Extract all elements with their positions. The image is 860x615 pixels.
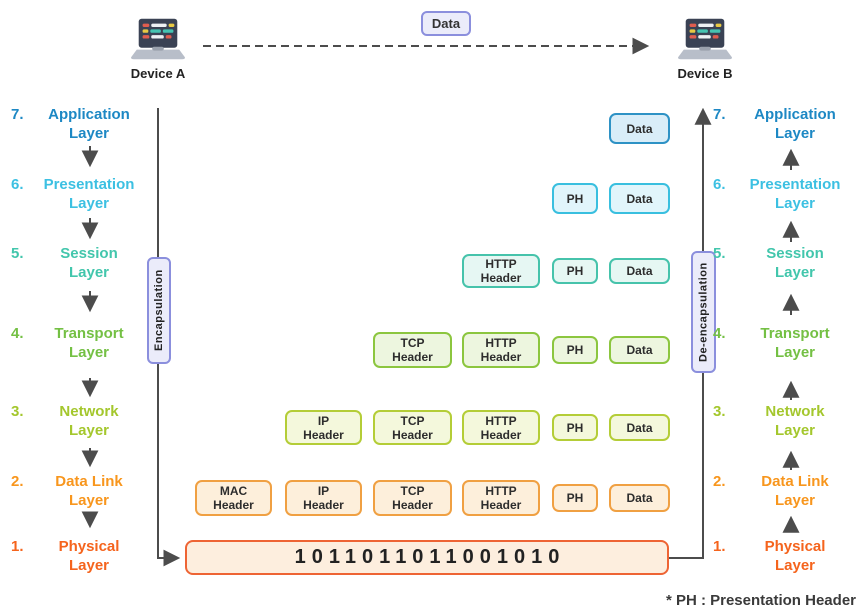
- device-b: Device B: [677, 16, 733, 81]
- binary-text: 1011011011001010: [294, 546, 566, 568]
- stack-box-ph-layer4: PH: [552, 336, 598, 364]
- stack-box-data-layer5: Data: [609, 258, 670, 284]
- device-b-label: Device B: [677, 66, 733, 81]
- stack-box-data-layer6: Data: [609, 183, 670, 214]
- stack-box-data-layer3: Data: [609, 414, 670, 441]
- layer-number: 7.: [713, 106, 726, 123]
- stack-box-ph-layer6: PH: [552, 183, 598, 214]
- layer-number: 3.: [713, 403, 726, 420]
- layer-number: 6.: [713, 176, 726, 193]
- layer-number: 5.: [11, 245, 24, 262]
- encapsulation-label: Encapsulation: [147, 257, 171, 364]
- layer-number: 3.: [11, 403, 24, 420]
- layer-number: 2.: [11, 473, 24, 490]
- stack-box-ph-layer5: PH: [552, 258, 598, 284]
- binary-box: 1011011011001010: [185, 540, 669, 575]
- layer-number: 5.: [713, 245, 726, 262]
- stack-box-data-layer7: Data: [609, 113, 670, 144]
- laptop-icon: [131, 18, 185, 60]
- layer-number: 2.: [713, 473, 726, 490]
- data-packet-label: Data: [421, 11, 471, 36]
- layer-number: 6.: [11, 176, 24, 193]
- stack-box-ph-layer2: PH: [552, 484, 598, 512]
- layer-number: 7.: [11, 106, 24, 123]
- layer-number: 4.: [713, 325, 726, 342]
- stack-box-data-layer2: Data: [609, 484, 670, 512]
- footnote: * PH : Presentation Header: [665, 592, 856, 609]
- layer-number: 1.: [11, 538, 24, 555]
- stack-box-data-layer4: Data: [609, 336, 670, 364]
- stack-box-ph-layer3: PH: [552, 414, 598, 441]
- laptop-icon: [678, 18, 732, 60]
- layer-number: 4.: [11, 325, 24, 342]
- device-a: Device A: [130, 16, 186, 81]
- layer-number: 1.: [713, 538, 726, 555]
- device-a-label: Device A: [130, 66, 186, 81]
